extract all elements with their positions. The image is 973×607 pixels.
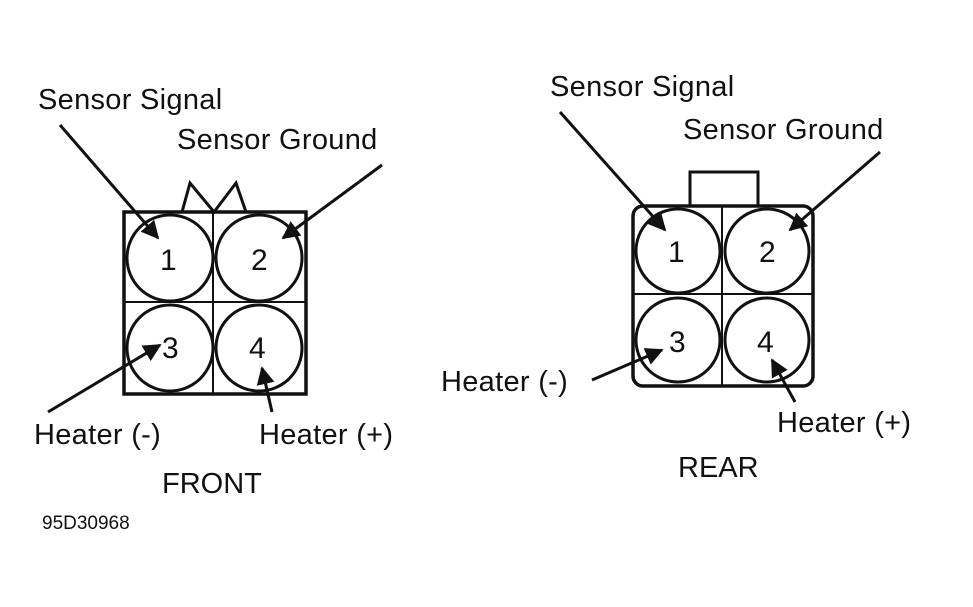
rear-pin-4-cavity bbox=[723, 296, 811, 384]
rear-sensor-signal-arrow bbox=[558, 111, 667, 232]
front-connector-key-tab bbox=[180, 179, 248, 215]
rear-heater-neg-label: Heater (-) bbox=[441, 366, 569, 398]
front-heater-neg-arrow bbox=[47, 343, 162, 414]
front-caption: FRONT bbox=[162, 468, 262, 500]
front-heater-pos-label: Heater (+) bbox=[259, 419, 394, 451]
front-connector bbox=[122, 179, 308, 396]
rear-caption: REAR bbox=[678, 452, 759, 484]
front-sensor-signal-label: Sensor Signal bbox=[38, 84, 223, 116]
front-heater-neg-label: Heater (-) bbox=[34, 419, 162, 451]
rear-connector-key-tab bbox=[688, 170, 760, 208]
rear-pin-2-number: 2 bbox=[759, 236, 776, 269]
rear-pin-1-number: 1 bbox=[668, 236, 685, 269]
front-pin-3-cavity bbox=[125, 303, 215, 393]
front-heater-pos-arrow bbox=[256, 366, 275, 413]
rear-sensor-signal-label: Sensor Signal bbox=[550, 71, 735, 103]
front-sensor-signal-arrow bbox=[58, 124, 160, 240]
rear-heater-pos-arrow bbox=[770, 358, 797, 403]
front-pin-3-number: 3 bbox=[162, 332, 179, 365]
rear-pin-3-cavity bbox=[634, 296, 722, 384]
front-pin-2-cavity bbox=[214, 213, 304, 303]
rear-pin-4-number: 4 bbox=[757, 326, 774, 359]
front-pin-4-cavity bbox=[214, 303, 304, 393]
front-pin-4-number: 4 bbox=[249, 332, 266, 365]
front-sensor-ground-arrow bbox=[281, 163, 383, 240]
figure-code: 95D30968 bbox=[42, 513, 130, 534]
rear-sensor-ground-label: Sensor Ground bbox=[683, 114, 884, 146]
rear-connector bbox=[631, 170, 815, 388]
rear-heater-pos-label: Heater (+) bbox=[777, 407, 912, 439]
front-pin-2-number: 2 bbox=[251, 244, 268, 277]
rear-heater-neg-arrow bbox=[591, 348, 664, 382]
front-sensor-ground-label: Sensor Ground bbox=[177, 124, 378, 156]
rear-pin-3-number: 3 bbox=[669, 326, 686, 359]
front-pin-1-number: 1 bbox=[160, 244, 177, 277]
rear-pin-2-cavity bbox=[723, 207, 811, 295]
rear-pin-1-cavity bbox=[634, 207, 722, 295]
rear-sensor-ground-arrow bbox=[788, 150, 881, 232]
front-pin-1-cavity bbox=[125, 213, 215, 303]
